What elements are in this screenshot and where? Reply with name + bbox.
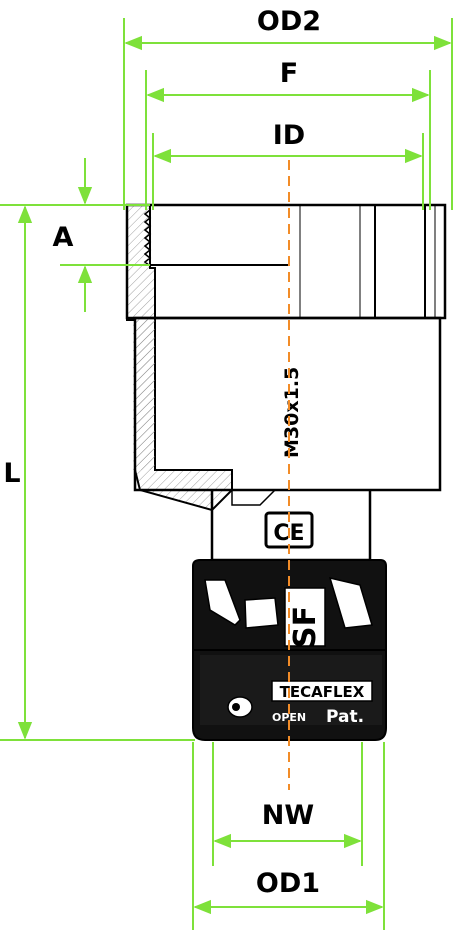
- thread-label: M30x1.5: [281, 367, 303, 458]
- dim-od1-label: OD1: [256, 868, 320, 899]
- dim-f-label: F: [280, 58, 298, 89]
- brand-text: TECAFLEX: [280, 683, 365, 701]
- open-text: OPEN: [272, 711, 306, 724]
- brand-plate: [271, 680, 373, 702]
- sf-emblem: [284, 587, 326, 647]
- pat-text: Pat.: [326, 707, 364, 727]
- dim-nw-label: NW: [262, 800, 314, 831]
- thread-teeth: [143, 209, 152, 267]
- main-body: [133, 316, 442, 492]
- dim-od2-label: OD2: [257, 6, 321, 37]
- sf-emblem-text: SF: [288, 606, 323, 648]
- dimensions: [0, 18, 453, 930]
- dim-a-label: A: [53, 222, 74, 253]
- fitting-body: CE SF TECAFLEX OPEN Pat. M30x1.5: [125, 203, 447, 741]
- dim-id-label: ID: [273, 120, 305, 151]
- dim-l-label: L: [3, 458, 20, 489]
- nut-top: [125, 203, 447, 320]
